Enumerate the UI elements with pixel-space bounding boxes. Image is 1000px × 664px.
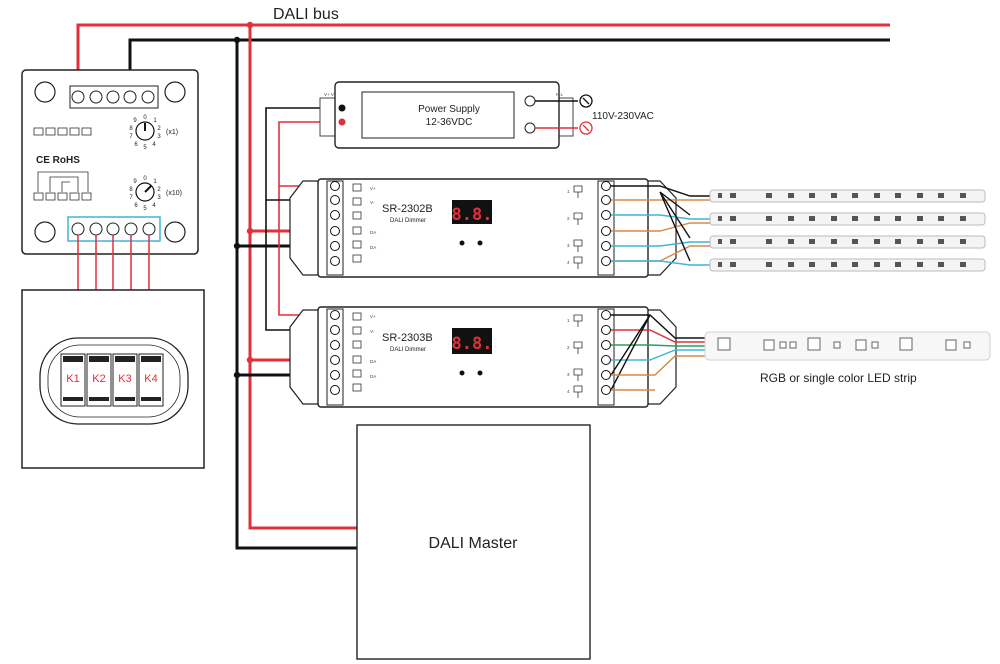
dial2-digit-1: 1 [153, 179, 157, 185]
led-strip-3 [709, 235, 986, 249]
dimmer2-term-vminus: V- [370, 329, 375, 334]
dimmer1-term-da2: DA [370, 245, 376, 250]
bus-junction-dots [233, 21, 254, 379]
dimmer2-model: SR-2303B [382, 332, 433, 344]
dc-side-marks: V+ V- [324, 92, 336, 97]
dimmer2-term-vplus: V+ [370, 314, 376, 319]
dial1-digit-4: 4 [152, 142, 156, 148]
dimmer1-subtitle: DALI Dimmer [390, 218, 426, 224]
power-supply: V+ V- N L [319, 81, 574, 149]
dial1-digit-0: 0 [143, 115, 147, 121]
dimmer1-dip-switches[interactable] [352, 183, 362, 263]
dimmer1-term-vplus: V+ [370, 186, 376, 191]
dimmer2-ch3: 3 [567, 372, 570, 377]
dimmer1-display: 8.8. [452, 205, 493, 225]
dial1-label: (x1) [166, 129, 178, 136]
key-k4-label: K4 [144, 373, 157, 385]
dial1-digit-5: 5 [143, 145, 147, 151]
key-k2-label: K2 [92, 373, 105, 385]
rgb-led-strip [704, 331, 991, 361]
key-k3-label: K3 [118, 373, 131, 385]
panel-dip-lines [37, 171, 89, 192]
dial1-digit-6: 6 [134, 142, 138, 148]
psu-title: Power Supply [418, 104, 480, 115]
dial1-digit-1: 1 [153, 118, 157, 124]
cert-label: CE RoHS [36, 155, 80, 166]
bus-black-drop [235, 40, 357, 550]
dial2-digit-2: 2 [157, 187, 161, 193]
key-k3[interactable]: K3 [112, 353, 138, 407]
dimmer1-left-terminals [330, 181, 340, 266]
panel-top-terminals [71, 90, 155, 104]
key-k1-label: K1 [66, 373, 79, 385]
dimmer2-dip-switches[interactable] [352, 312, 362, 392]
dimmer2-term-da1: DA [370, 359, 376, 364]
dial2-label: (x10) [166, 190, 182, 197]
dial1-digit-3: 3 [157, 134, 161, 140]
dial2-digit-3: 3 [157, 195, 161, 201]
dimmer1-term-da1: DA [370, 230, 376, 235]
dial1-digit-2: 2 [157, 126, 161, 132]
led-strip-4 [709, 258, 986, 272]
ac-plug-icon [579, 94, 593, 135]
ac-voltage-label: 110V-230VAC [592, 111, 654, 122]
dali-master-label: DALI Master [429, 535, 519, 552]
dimmer2-right-terminals [601, 310, 611, 395]
dimmer1-ch1: 1 [567, 189, 570, 194]
psu-voltage: 12-36VDC [426, 117, 473, 128]
ac-wires [535, 100, 578, 129]
dimmer1-channel-marks [573, 185, 583, 269]
dimmer2-left-terminals [330, 310, 340, 395]
dial1-digit-7: 7 [129, 134, 133, 140]
led-strip-2 [709, 212, 986, 226]
led-strip-1 [709, 189, 986, 203]
dial2-digit-6: 6 [134, 203, 138, 209]
dimmer1-ch2: 2 [567, 216, 570, 221]
dimmer2-output-wires [610, 314, 708, 391]
dimmer2-ch1: 1 [567, 318, 570, 323]
dial2-digit-0: 0 [143, 176, 147, 182]
dimmer1-output-wires [611, 185, 712, 266]
dimmer-sr-2303b: 8.8. [289, 306, 677, 408]
dimmer2-display: 8.8. [452, 334, 493, 354]
rotary-dial-x1[interactable]: 0 1 2 3 4 5 6 7 8 9 [129, 115, 161, 151]
dali-master [356, 424, 591, 660]
panel-controller: CE RoHS 0 1 2 3 4 5 6 7 8 9 (x1) 0 [21, 69, 199, 255]
ac-side-marks: N L [556, 92, 564, 97]
dial2-digit-9: 9 [133, 179, 137, 185]
dial2-digit-4: 4 [152, 203, 156, 209]
dimmer2-term-da2: DA [370, 374, 376, 379]
dial1-digit-8: 8 [129, 126, 133, 132]
dimmer2-channel-marks [573, 314, 583, 398]
dial1-digit-9: 9 [133, 118, 137, 124]
dimmer1-model: SR-2302B [382, 203, 433, 215]
key-wires [77, 235, 150, 290]
dial2-digit-7: 7 [129, 195, 133, 201]
bus-red-drop [248, 25, 357, 530]
dimmer1-right-terminals [601, 181, 611, 266]
dimmer1-term-vminus: V- [370, 200, 375, 205]
dimmer1-ch3: 3 [567, 243, 570, 248]
panel-dip-boxes [33, 192, 92, 201]
key-k2[interactable]: K2 [86, 353, 112, 407]
key-k1[interactable]: K1 [60, 353, 86, 407]
dimmer2-ch2: 2 [567, 345, 570, 350]
dali-bus-label: DALI bus [273, 6, 339, 23]
led-strip-label: RGB or single color LED strip [760, 371, 917, 385]
dial2-digit-8: 8 [129, 187, 133, 193]
key-k4[interactable]: K4 [138, 353, 164, 407]
panel-leds [33, 127, 92, 136]
dimmer-sr-2302b: 8.8. [289, 178, 677, 278]
panel-bottom-terminals [71, 222, 156, 236]
rotary-dial-x10[interactable]: 0 1 2 3 4 5 6 7 8 9 [129, 176, 161, 212]
dial2-digit-5: 5 [143, 206, 147, 212]
dimmer2-ch4: 4 [567, 389, 570, 394]
dimmer2-subtitle: DALI Dimmer [390, 347, 426, 353]
dimmer1-ch4: 4 [567, 260, 570, 265]
